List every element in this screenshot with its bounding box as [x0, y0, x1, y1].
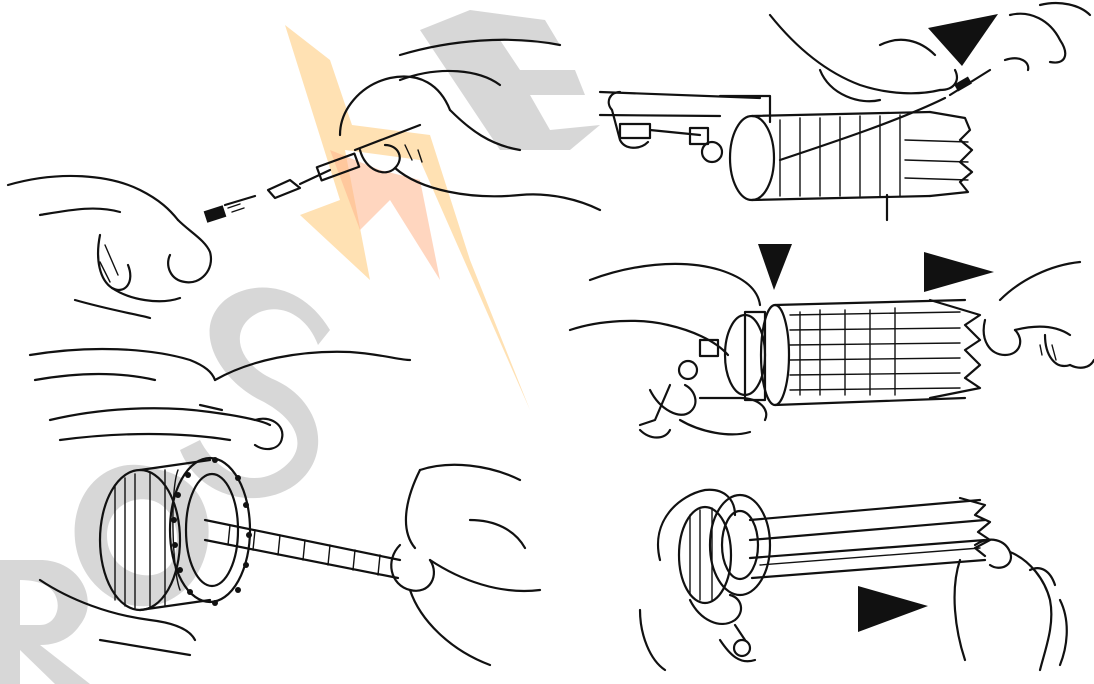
panel-5-grommet — [640, 490, 1067, 670]
watermark-letter-r — [0, 560, 90, 684]
arrow-right-4 — [858, 586, 928, 632]
arrow-right-1 — [928, 14, 998, 66]
panel-2-bundle-hook — [600, 3, 1090, 220]
watermark-letters — [0, 10, 600, 684]
watermark-letter-e — [420, 10, 600, 150]
panel-3-connector-insert — [570, 244, 1094, 438]
watermark-letter-s — [180, 288, 330, 499]
watermark-letter-o — [75, 465, 209, 607]
arrow-down-2 — [758, 244, 792, 290]
arrow-right-3 — [924, 252, 994, 292]
